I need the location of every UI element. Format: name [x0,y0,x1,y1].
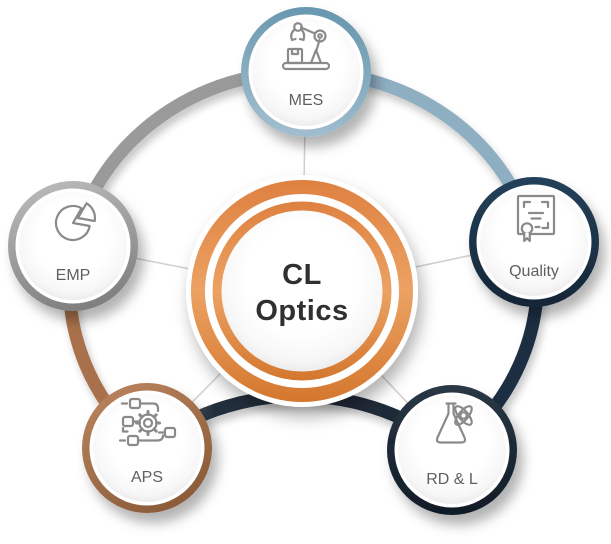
emp-face [19,192,127,300]
aps-label: APS [131,469,163,486]
node-emp: EMP [8,181,138,311]
node-rdl: RD & L [387,385,517,515]
robot-arm-icon [281,22,331,71]
mes-face [252,18,360,126]
pie-chart-icon [54,202,97,242]
center-title-line1: CL [282,259,322,291]
mes-label: MES [289,92,324,109]
center-face [221,210,383,372]
center-circle: CL Optics [186,175,418,407]
quality-label: Quality [509,263,559,280]
certificate-icon [516,194,556,243]
center-title-line2: Optics [255,295,348,327]
node-mes: MES [241,7,371,137]
flask-atom-icon [435,402,473,444]
node-quality: Quality [469,177,599,307]
rdl-face [398,396,506,504]
emp-label: EMP [56,267,91,284]
rdl-label: RD & L [426,471,478,488]
aps-face [93,394,201,502]
workflow-gear-icon [118,397,177,447]
node-aps: APS [82,383,212,513]
quality-face [480,188,588,296]
